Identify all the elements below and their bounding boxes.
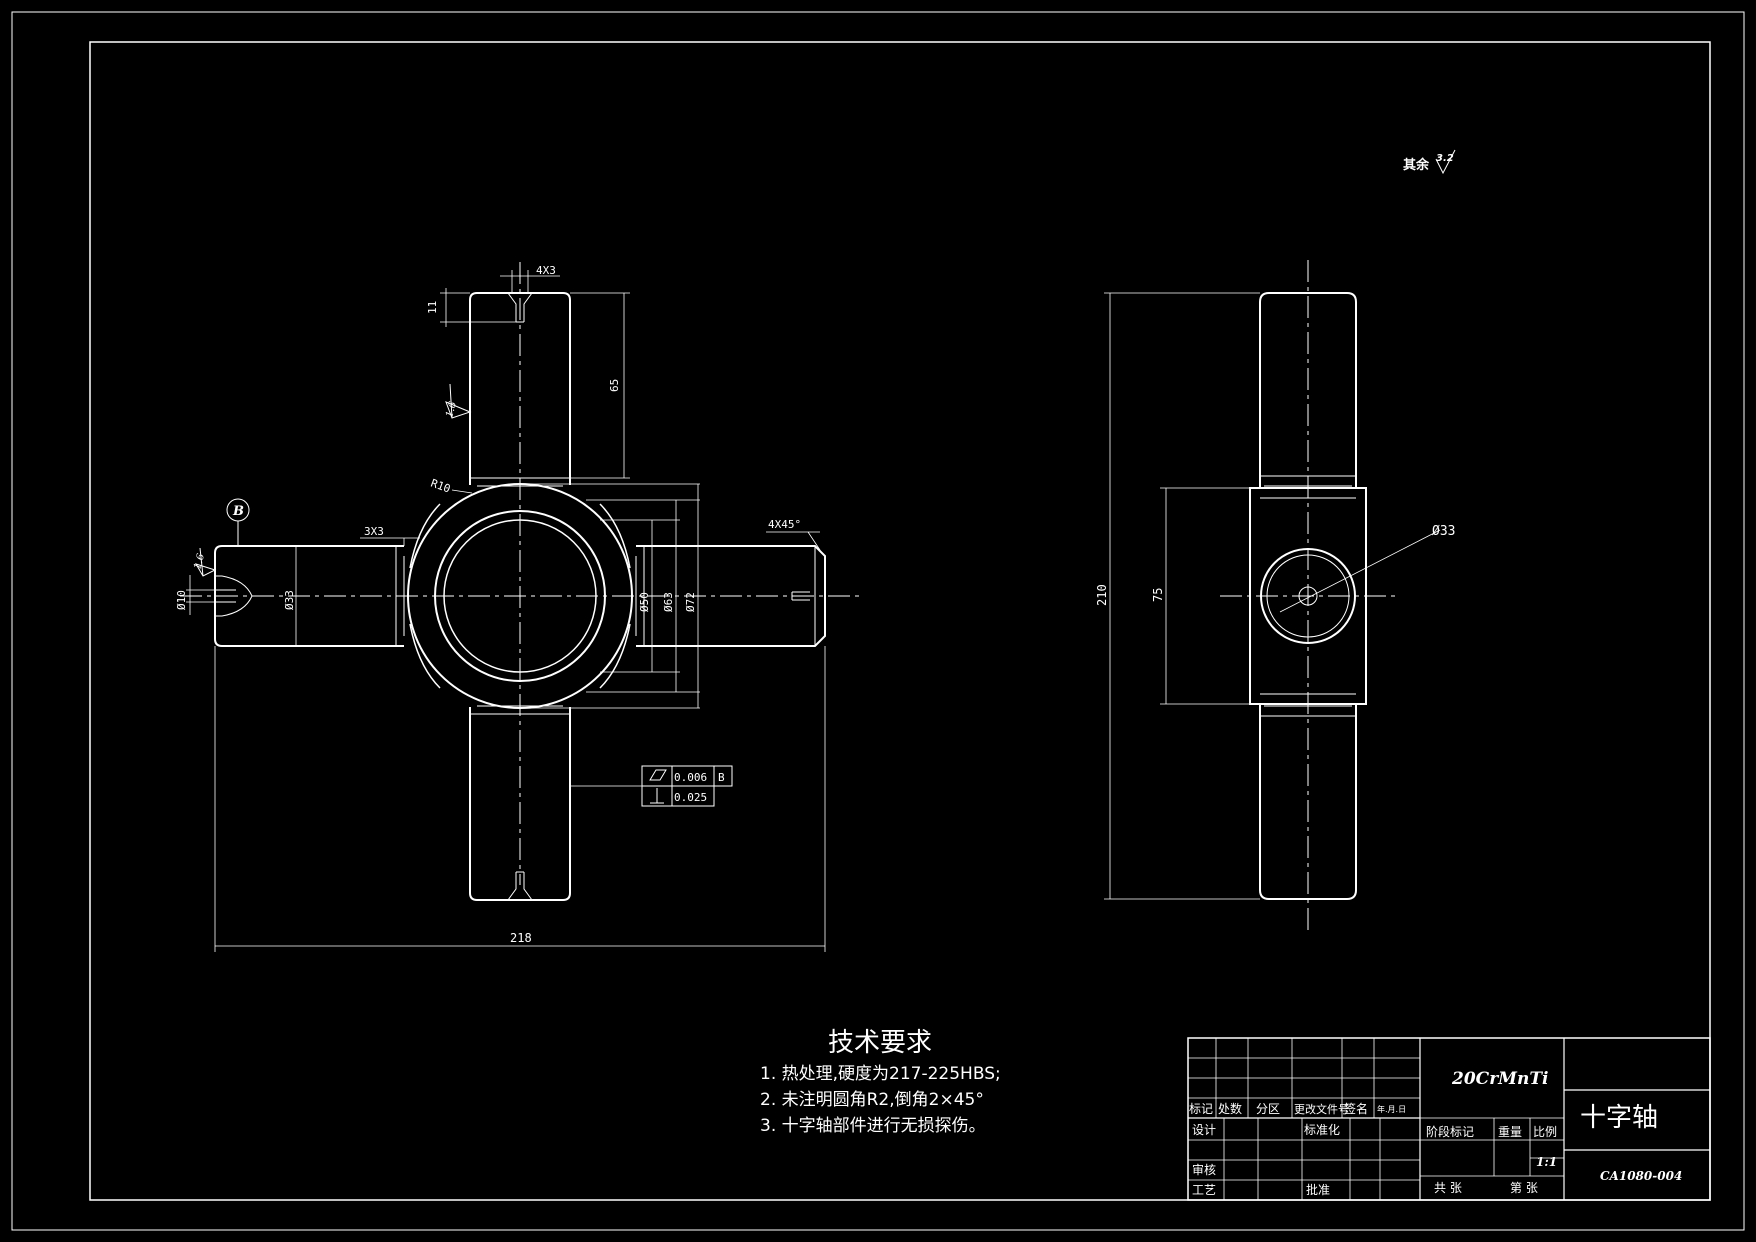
outer-border (11, 11, 1745, 1231)
tech-requirements-title: 技术要求 (828, 1028, 932, 1058)
dim-keyway-top: 4X3 (536, 264, 556, 277)
general-roughness-note: 其余 3.2 (1403, 149, 1456, 175)
tb-scale: 1:1 (1536, 1155, 1557, 1169)
tb-drawing-no: CA1080-004 (1600, 1169, 1682, 1183)
tb-total: 共 张 (1434, 1181, 1462, 1195)
tb-doc-no: 更改文件号 (1294, 1102, 1349, 1116)
tb-review: 审核 (1192, 1162, 1216, 1177)
tb-approve: 批准 (1306, 1182, 1330, 1197)
tolerance-frame: 0.006 B 0.025 (570, 765, 733, 807)
tb-part-name: 十字轴 (1580, 1103, 1658, 1133)
tb-mark: 标记 (1189, 1102, 1213, 1116)
roughness-left: 1.6 (192, 552, 207, 571)
tb-standardize: 标准化 (1304, 1123, 1340, 1137)
front-view: 4X3 11 65 1.6 R10 3X3 4X45° B 1.6 (175, 262, 860, 952)
tech-requirement-1: 1. 热处理,硬度为217-225HBS; (760, 1064, 1001, 1084)
tb-scale-label: 比例 (1533, 1125, 1557, 1139)
dim-d50: Ø50 (638, 592, 651, 612)
tb-sheet: 第 张 (1510, 1181, 1538, 1195)
tb-process: 工艺 (1192, 1183, 1216, 1197)
title-block: 标记 处数 分区 更改文件号 签名 年.月.日 设计 标准化 审核 工艺 批准 … (1187, 1037, 1711, 1201)
tb-zone: 分区 (1256, 1102, 1280, 1116)
dim-arm-diam: Ø33 (283, 590, 296, 610)
tech-requirement-3: 3. 十字轴部件进行无损探伤。 (760, 1116, 986, 1136)
datum-label: B (232, 504, 244, 519)
tolerance-value-2: 0.025 (674, 791, 707, 804)
dim-top-offset: 11 (426, 301, 439, 314)
dim-fillet: R10 (429, 477, 452, 496)
roughness-note-label: 其余 (1403, 157, 1430, 173)
dim-d63: Ø63 (662, 592, 675, 612)
inner-border (89, 41, 1711, 1201)
tech-requirement-2: 2. 未注明圆角R2,倒角2×45° (760, 1090, 984, 1110)
tb-design: 设计 (1192, 1123, 1216, 1137)
dim-bore-diam: Ø10 (175, 590, 188, 610)
dim-chamfer: 4X45° (768, 518, 801, 531)
tb-stage: 阶段标记 (1426, 1124, 1474, 1139)
tolerance-datum-1: B (718, 771, 725, 784)
tb-material: 20CrMnTi (1451, 1069, 1548, 1089)
dim-side-body-height: 75 (1151, 588, 1165, 602)
tb-date: 年.月.日 (1377, 1104, 1406, 1114)
dim-groove-left: 3X3 (364, 525, 384, 538)
side-view: Ø33 210 75 (1095, 260, 1455, 930)
roughness-note-value: 3.2 (1436, 153, 1454, 164)
tb-sign: 签名 (1344, 1101, 1368, 1116)
dim-d72: Ø72 (684, 592, 697, 612)
roughness-top: 1.6 (444, 400, 459, 419)
dim-arm-length: 65 (608, 379, 621, 392)
tb-weight: 重量 (1498, 1125, 1522, 1139)
dim-side-overall: 210 (1095, 584, 1109, 606)
tb-count: 处数 (1218, 1101, 1242, 1116)
tolerance-value-1: 0.006 (674, 771, 707, 784)
dim-overall-front: 218 (510, 931, 532, 945)
tech-requirements: 技术要求 1. 热处理,硬度为217-225HBS; 2. 未注明圆角R2,倒角… (760, 1028, 1001, 1136)
dim-side-diam: Ø33 (1432, 524, 1455, 539)
